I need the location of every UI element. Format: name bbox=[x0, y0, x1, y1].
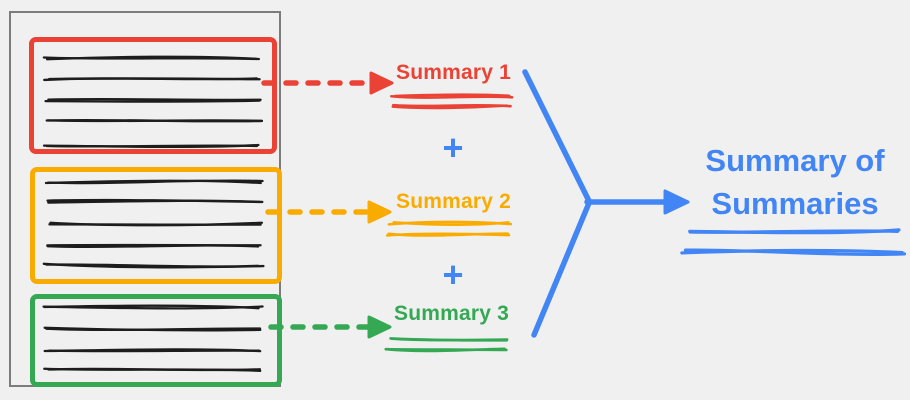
final-summary-underline-scribble bbox=[680, 228, 907, 256]
summary-3-label: Summary 3 bbox=[394, 302, 510, 325]
orange-dashed-arrow-icon bbox=[265, 200, 392, 224]
document-chunk-2 bbox=[30, 167, 282, 284]
final-summary-line1: Summary of bbox=[705, 143, 885, 178]
summary-1-underline-scribble bbox=[390, 93, 514, 110]
summary-2-label: Summary 2 bbox=[396, 190, 512, 213]
summary-2-underline-scribble bbox=[385, 220, 513, 237]
plus-operator-2: + bbox=[442, 254, 464, 295]
red-dashed-arrow-icon bbox=[261, 71, 394, 95]
source-document-box bbox=[9, 11, 282, 387]
plus-operator-1: + bbox=[442, 127, 464, 168]
handwritten-text-lines-icon bbox=[42, 179, 265, 269]
green-dashed-arrow-icon bbox=[268, 315, 392, 339]
summary-3-underline-scribble bbox=[384, 337, 509, 353]
document-chunk-3 bbox=[30, 294, 282, 387]
document-chunk-1 bbox=[29, 37, 277, 154]
handwritten-text-lines-icon bbox=[42, 55, 264, 149]
summary-1-label: Summary 1 bbox=[396, 61, 512, 84]
final-summary-line2: Summaries bbox=[711, 186, 879, 221]
handwritten-text-lines-icon bbox=[42, 304, 264, 372]
merge-fork-arrow-icon bbox=[522, 69, 669, 338]
final-summary-label: Summary of Summaries bbox=[680, 139, 910, 225]
